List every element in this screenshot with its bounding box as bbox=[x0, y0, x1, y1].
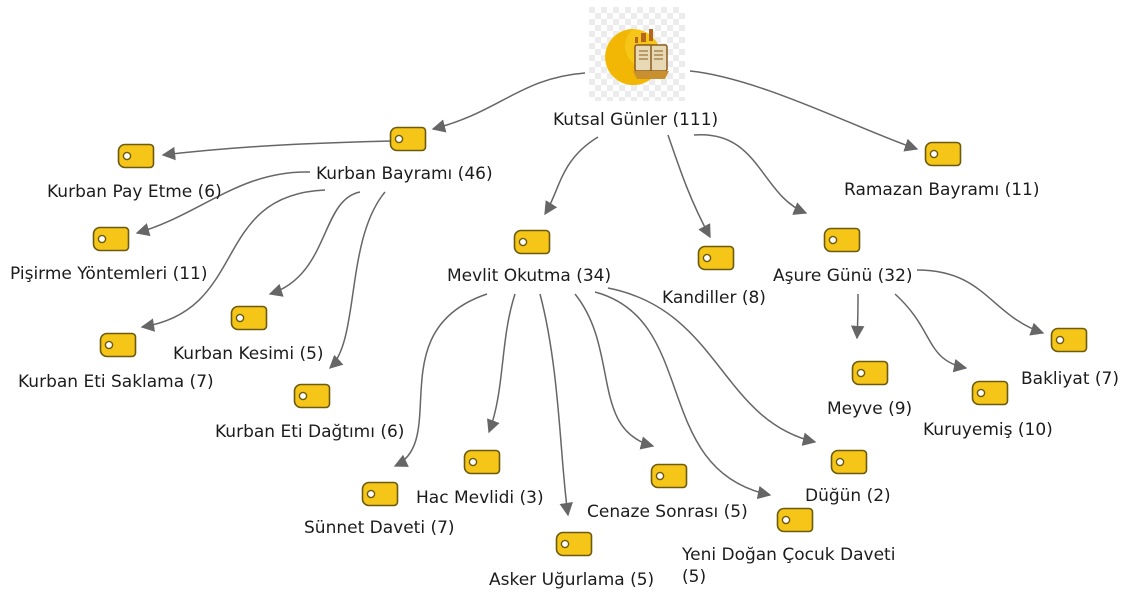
tag-icon[interactable] bbox=[650, 463, 688, 489]
topic-meyve-label[interactable]: Meyve (9) bbox=[827, 399, 913, 419]
topic-ramazan-bayrami-label[interactable]: Ramazan Bayramı (11) bbox=[844, 180, 1040, 200]
topic-sunnet-daveti-label[interactable]: Sünnet Daveti (7) bbox=[304, 518, 455, 538]
connector-asure-gunu-to-meyve bbox=[850, 293, 865, 340]
topic-asure-gunu-label[interactable]: Aşure Günü (32) bbox=[773, 266, 913, 286]
root-topic-label[interactable]: Kutsal Günler (111) bbox=[553, 110, 719, 130]
topic-kandiller-label[interactable]: Kandiller (8) bbox=[662, 288, 766, 308]
connector-root-to-kurban-bayrami bbox=[431, 72, 586, 133]
topic-kurban-eti-saklama-label[interactable]: Kurban Eti Saklama (7) bbox=[18, 372, 214, 392]
connector-mevlit-okutma-to-yeni-dogan bbox=[594, 291, 772, 500]
topic-kuruyemis-label[interactable]: Kuruyemiş (10) bbox=[923, 420, 1053, 440]
topic-asker-ugurlama-label[interactable]: Asker Uğurlama (5) bbox=[489, 570, 655, 590]
tag-icon[interactable] bbox=[823, 227, 861, 253]
connector-kurban-bayrami-to-kurban-eti-dagitimi bbox=[329, 191, 386, 369]
topic-kurban-bayrami-label[interactable]: Kurban Bayramı (46) bbox=[316, 164, 493, 184]
tag-icon[interactable] bbox=[361, 481, 399, 507]
tag-icon[interactable] bbox=[99, 332, 137, 358]
topic-kurban-eti-dagitimi-label[interactable]: Kurban Eti Dağtımı (6) bbox=[215, 422, 405, 442]
tag-icon[interactable] bbox=[697, 245, 735, 271]
topic-bakliyat-label[interactable]: Bakliyat (7) bbox=[1021, 369, 1119, 389]
topic-yeni-dogan-label[interactable]: Yeni Doğan Çocuk Daveti (5) bbox=[682, 545, 896, 587]
topic-mevlit-okutma-label[interactable]: Mevlit Okutma (34) bbox=[447, 266, 612, 286]
tag-icon[interactable] bbox=[971, 380, 1009, 406]
connector-lines bbox=[135, 70, 1045, 517]
topic-kurban-pay-etme-label[interactable]: Kurban Pay Etme (6) bbox=[47, 182, 222, 202]
tag-icon[interactable] bbox=[1050, 327, 1088, 353]
tag-icon[interactable] bbox=[830, 449, 868, 475]
connector-mevlit-okutma-to-dugun bbox=[607, 287, 817, 446]
connector-root-to-ramazan-bayrami bbox=[689, 70, 919, 152]
connector-asure-gunu-to-kuruyemis bbox=[894, 293, 968, 373]
tag-icon[interactable] bbox=[117, 143, 155, 169]
tag-icon[interactable] bbox=[513, 229, 551, 255]
tag-icon[interactable] bbox=[776, 507, 814, 533]
topic-hac-mevlidi-label[interactable]: Hac Mevlidi (3) bbox=[416, 488, 544, 508]
connector-mevlit-okutma-to-cenaze-sonrasi bbox=[574, 293, 655, 450]
tag-icon[interactable] bbox=[389, 126, 427, 152]
topic-pisirme-yontemleri-label[interactable]: Pişirme Yöntemleri (11) bbox=[10, 264, 208, 284]
tag-icon[interactable] bbox=[851, 360, 889, 386]
tag-icon[interactable] bbox=[293, 383, 331, 409]
connector-root-to-kandiller bbox=[667, 134, 711, 239]
connector-mevlit-okutma-to-sunnet-daveti bbox=[393, 293, 488, 467]
topic-kurban-kesimi-label[interactable]: Kurban Kesimi (5) bbox=[173, 344, 324, 364]
connector-kurban-bayrami-to-kurban-eti-saklama bbox=[140, 189, 326, 332]
connector-root-to-asure-gunu bbox=[693, 134, 808, 215]
connector-root-to-mevlit-okutma bbox=[544, 136, 599, 216]
tag-icon[interactable] bbox=[230, 305, 268, 331]
tag-icon[interactable] bbox=[92, 226, 130, 252]
connector-asure-gunu-to-bakliyat bbox=[916, 269, 1045, 336]
connector-kurban-bayrami-to-pisirme-yontemleri bbox=[135, 171, 311, 237]
topic-dugun-label[interactable]: Düğün (2) bbox=[805, 486, 891, 506]
connector-kurban-bayrami-to-kurban-kesimi bbox=[268, 191, 361, 297]
tag-icon[interactable] bbox=[555, 531, 593, 557]
tag-icon[interactable] bbox=[924, 141, 962, 167]
connector-kurban-bayrami-to-kurban-pay-etme bbox=[161, 140, 394, 161]
connector-mevlit-okutma-to-hac-mevlidi bbox=[487, 293, 516, 434]
topic-cenaze-sonrasi-label[interactable]: Cenaze Sonrası (5) bbox=[587, 502, 748, 522]
crescent-moon-book-icon[interactable] bbox=[589, 7, 685, 101]
tag-icon[interactable] bbox=[463, 449, 501, 475]
connector-mevlit-okutma-to-asker-ugurlama bbox=[539, 293, 573, 517]
